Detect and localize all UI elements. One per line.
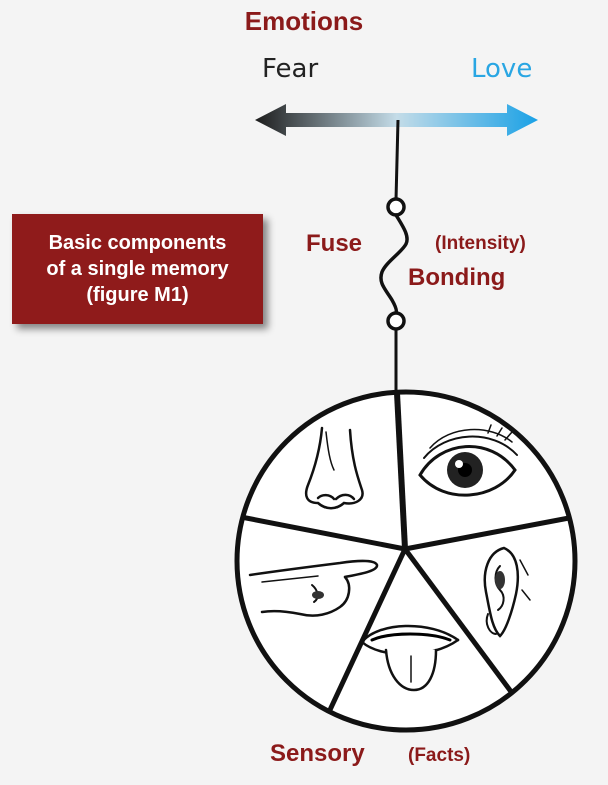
caption-box: Basic components of a single memory (fig…	[12, 214, 263, 324]
emotions-title: Emotions	[244, 6, 364, 36]
fuse-label: Fuse	[306, 230, 363, 257]
sensory-label: Sensory	[270, 740, 365, 767]
connector-line-top	[394, 119, 400, 201]
fuse-icon	[379, 197, 409, 331]
facts-label: (Facts)	[408, 745, 471, 766]
intensity-label: (Intensity)	[435, 233, 526, 254]
fear-label: Fear	[262, 54, 319, 84]
bonding-label: Bonding	[408, 264, 506, 291]
caption-line-3: (figure M1)	[86, 284, 189, 306]
nose-icon	[304, 426, 364, 510]
caption-line-1: Basic components	[48, 232, 227, 254]
caption-line-2: of a single memory	[46, 258, 229, 280]
pointing-hand-icon	[248, 559, 379, 617]
ear-icon	[483, 546, 531, 638]
love-label: Love	[471, 54, 533, 84]
eye-icon	[418, 424, 518, 497]
sensory-pie	[234, 389, 578, 733]
mouth-tongue-icon	[360, 624, 460, 692]
